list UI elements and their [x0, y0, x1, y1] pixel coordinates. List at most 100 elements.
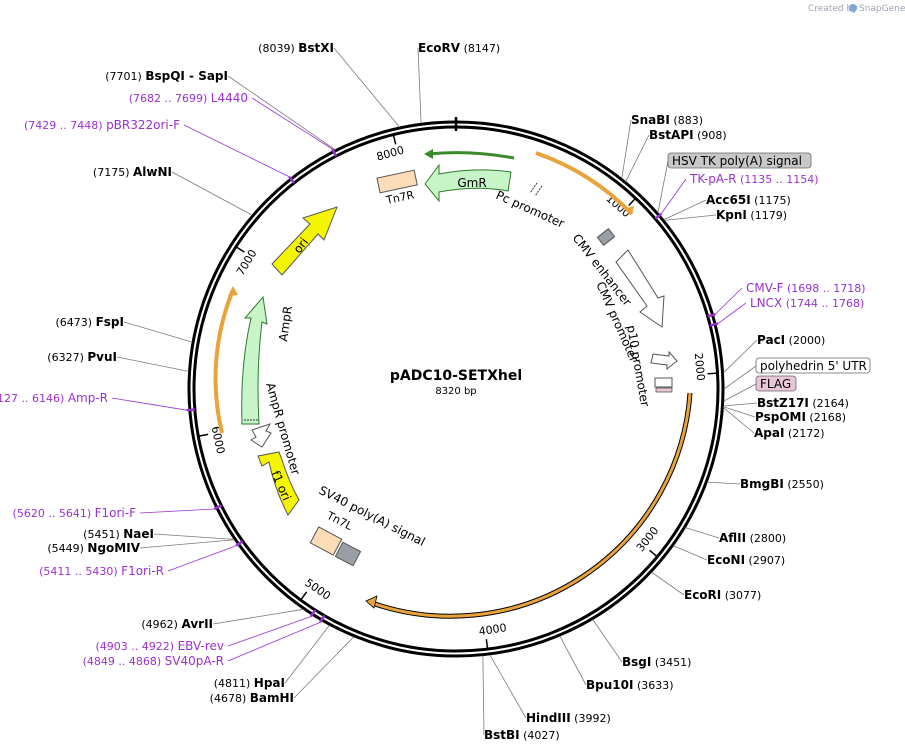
sv40-polya-box[interactable]: [334, 541, 362, 567]
primer-leader: [227, 616, 311, 647]
primer-range: (7682 .. 7699): [129, 92, 211, 105]
enzyme-position: (3633): [633, 679, 673, 692]
enzyme-aflii[interactable]: AflII (2800): [719, 531, 786, 545]
enzyme-ecori[interactable]: EcoRI (3077): [684, 588, 761, 602]
primer-name: F1ori-R: [121, 564, 164, 578]
cmv-promoter-arrow[interactable]: [615, 249, 665, 328]
enzyme-name: BstAPI: [649, 128, 694, 142]
flag-label: FLAG: [760, 377, 791, 391]
primer-name: Amp-R: [68, 391, 108, 405]
enzyme-ngomiv[interactable]: (5449) NgoMIV: [47, 541, 140, 555]
hsv-tk-polya-label: HSV TK poly(A) signal: [672, 154, 802, 168]
hsv-tk-polya-label-box[interactable]: [667, 152, 812, 169]
primer-f1ori-r[interactable]: (5411 .. 5430) F1ori-R: [39, 564, 164, 578]
primer-pbr322ori-f[interactable]: (7429 .. 7448) pBR322ori-F: [24, 118, 180, 132]
primer-name: L4440: [211, 91, 248, 105]
ampr-promoter-arrow[interactable]: [250, 423, 272, 448]
boxed-label-leader: [657, 160, 669, 213]
gmr-thin-arrowhead: [424, 149, 433, 159]
enzyme-bsgi[interactable]: BsgI (3451): [622, 655, 691, 669]
enzyme-ecorv[interactable]: EcoRV (8147): [418, 41, 500, 55]
primer-range: (5411 .. 5430): [39, 565, 121, 578]
enzyme-leader: [482, 655, 485, 736]
ruler-tick: [300, 591, 308, 600]
enzyme-position: (4811): [214, 677, 254, 690]
enzyme-position: (2550): [784, 478, 824, 491]
primer-name: F1ori-F: [95, 506, 136, 520]
ruler-tick-label: 6000: [209, 425, 228, 455]
primer-mark: [309, 609, 317, 618]
enzyme-name: BstBI: [484, 728, 520, 742]
p10-promoter-arrow[interactable]: [650, 350, 678, 371]
enzyme-leader: [663, 199, 707, 221]
primer-cmv-f[interactable]: CMV-F (1698 .. 1718): [746, 281, 866, 295]
enzyme-fspi[interactable]: (6473) FspI: [56, 315, 124, 329]
polyhedrin-utr-label-box[interactable]: [755, 357, 871, 374]
enzyme-leader: [116, 356, 189, 372]
flag-label-box[interactable]: [755, 375, 797, 392]
primer-mark: [707, 312, 716, 318]
enzyme-name: AflII: [719, 531, 746, 545]
ruler-tick: [392, 135, 397, 145]
enzyme-leader: [284, 625, 330, 684]
primer-leader: [111, 397, 187, 411]
enzyme-acc65i[interactable]: Acc65I (1175): [706, 193, 791, 207]
ruler-tick-label: 1000: [603, 192, 633, 220]
enzyme-pspomi[interactable]: PspOMI (2168): [755, 410, 846, 424]
enzyme-bmgbi[interactable]: BmgBI (2550): [740, 477, 824, 491]
enzyme-hindiii[interactable]: HindIII (3992): [526, 711, 611, 725]
enzyme-paci[interactable]: PacI (2000): [757, 333, 825, 347]
enzyme-name: PspOMI: [755, 410, 806, 424]
enzyme-leader: [293, 636, 355, 699]
primer-amp-r[interactable]: (6127 .. 6146) Amp-R: [0, 391, 108, 405]
enzyme-bamhi[interactable]: (4678) BamHI: [210, 691, 294, 705]
enzyme-bstz17i[interactable]: BstZ17I (2164): [757, 396, 849, 410]
ori-feature[interactable]: ori: [271, 206, 338, 276]
orange-orf-arc: [371, 392, 692, 618]
primer-l4440[interactable]: (7682 .. 7699) L4440: [129, 91, 248, 105]
primer-name: CMV-F: [746, 281, 784, 295]
enzyme-name: EcoNI: [707, 553, 745, 567]
enzyme-avrii[interactable]: (4962) AvrII: [141, 617, 213, 631]
enzyme-bstxi[interactable]: (8039) BstXI: [258, 41, 334, 55]
primer-range: (5620 .. 5641): [13, 507, 95, 520]
enzyme-leader: [621, 119, 632, 179]
enzyme-leader: [625, 134, 650, 182]
site-leader-lines: [111, 47, 758, 736]
ampr-feature[interactable]: AmpR: [241, 295, 295, 425]
enzyme-leader: [685, 527, 720, 539]
primer-tk-pa-r[interactable]: TK-pA-R (1135 .. 1154): [689, 172, 819, 186]
enzyme-pvui[interactable]: (6327) PvuI: [47, 350, 117, 364]
enzyme-snabi[interactable]: SnaBI (883): [631, 113, 703, 127]
tn7l-box[interactable]: [309, 526, 343, 556]
enzyme-name: NgoMIV: [87, 541, 140, 555]
enzyme-leader: [664, 214, 717, 221]
boxed-label-leader: [723, 365, 757, 390]
enzyme-position: (8147): [460, 42, 500, 55]
tn7r-box[interactable]: [376, 169, 418, 194]
enzyme-bstbi[interactable]: BstBI (4027): [484, 728, 560, 742]
flag-box: [655, 387, 673, 393]
primer-mark: [654, 212, 663, 220]
enzyme-alwni[interactable]: (7175) AlwNI: [93, 165, 172, 179]
enzyme-hpai[interactable]: (4811) HpaI: [214, 676, 285, 690]
enzyme-position: (4678): [210, 692, 250, 705]
primer-range: (1744 .. 1768): [782, 297, 864, 310]
enzyme-bspqi[interactable]: (7701) BspQI - SapI: [105, 69, 228, 83]
primer-lncx[interactable]: LNCX (1744 .. 1768): [750, 296, 864, 310]
gmr-feature[interactable]: GmR: [424, 163, 512, 203]
hsv-tk-polya-arrowhead: [624, 206, 634, 214]
enzyme-bstapi[interactable]: BstAPI (908): [649, 128, 727, 142]
enzyme-apai[interactable]: ApaI (2172): [754, 426, 825, 440]
enzyme-leader: [673, 545, 708, 561]
primer-sv40pa-r[interactable]: (4849 .. 4868) SV40pA-R: [83, 654, 224, 668]
enzyme-kpni[interactable]: KpnI (1179): [716, 208, 787, 222]
enzyme-name: BsgI: [622, 655, 651, 669]
enzyme-bpu10i[interactable]: Bpu10I (3633): [586, 678, 674, 692]
enzyme-naei[interactable]: (5451) NaeI: [83, 527, 154, 541]
enzyme-econi[interactable]: EcoNI (2907): [707, 553, 785, 567]
primer-f1ori-f[interactable]: (5620 .. 5641) F1ori-F: [13, 506, 137, 520]
primer-ebv-rev[interactable]: (4903 .. 4922) EBV-rev: [96, 639, 225, 653]
enzyme-name: BstZ17I: [757, 396, 809, 410]
enzyme-name: SnaBI: [631, 113, 670, 127]
